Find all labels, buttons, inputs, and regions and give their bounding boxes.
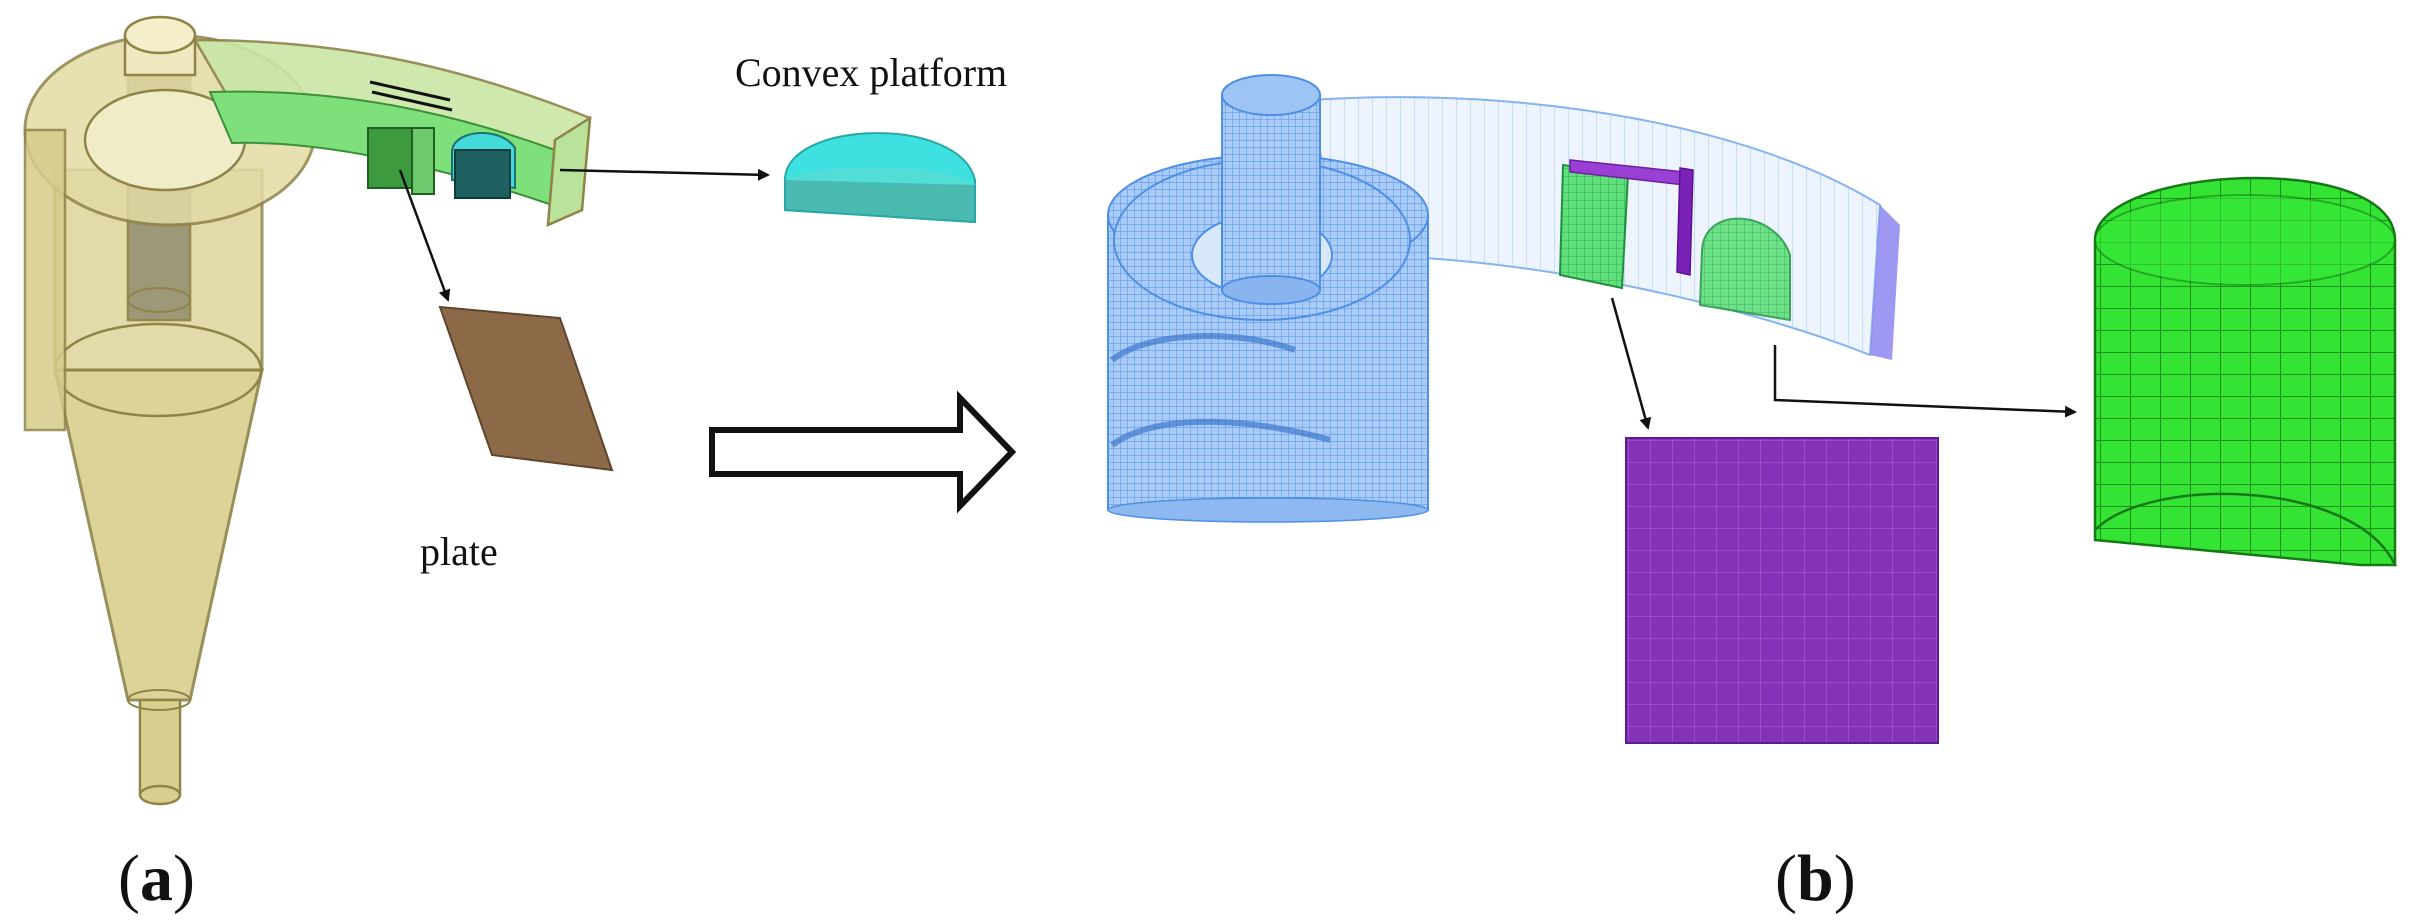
plate-detail [438, 305, 614, 472]
transition-arrow [709, 390, 1017, 514]
arrow-to-platform-mesh [1773, 345, 2077, 418]
mesh-model [1107, 74, 1900, 523]
arrow-to-plate [398, 169, 451, 302]
label-plate: plate [420, 529, 498, 574]
platform-mesh-detail [2093, 176, 2397, 567]
plate-mesh-detail [1625, 437, 1939, 744]
label-convex-platform: Convex platform [735, 50, 1007, 95]
arrow-to-plate-mesh [1610, 297, 1652, 430]
panel-label-a: (a) [118, 842, 195, 915]
convex-platform-detail [784, 132, 976, 224]
arrow-to-platform [559, 168, 770, 181]
panel-label-b: (b) [1775, 842, 1856, 915]
cyclone-geometry [23, 15, 592, 806]
